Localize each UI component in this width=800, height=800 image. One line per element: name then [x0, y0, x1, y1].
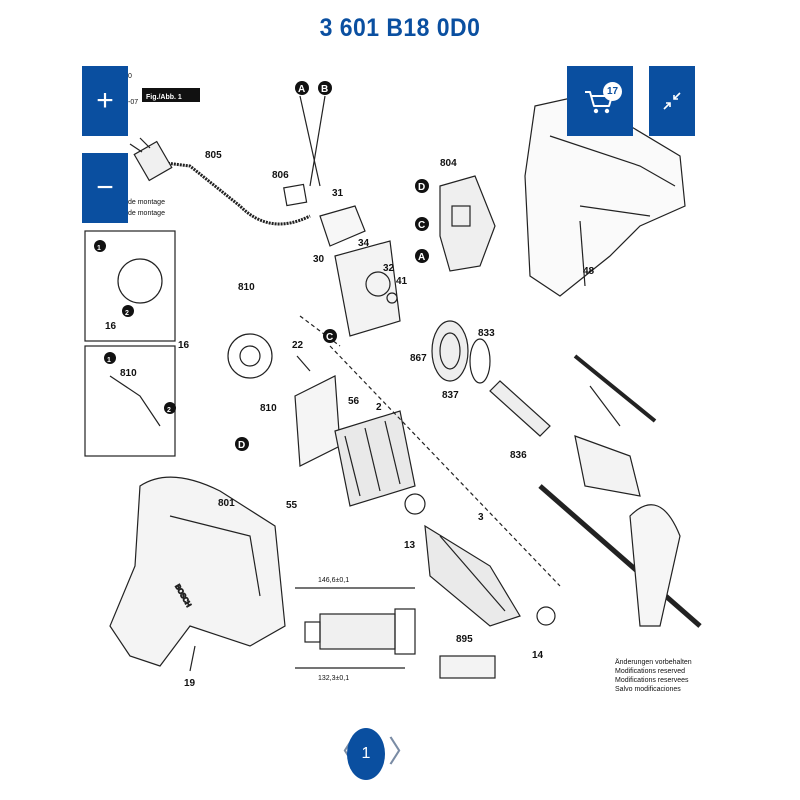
marker-d: D: [418, 182, 425, 193]
part-55: 55: [286, 500, 298, 511]
zoom-out-button[interactable]: −: [82, 153, 128, 223]
part-895: 895: [456, 634, 473, 645]
cart-count-badge: 17: [603, 82, 622, 101]
zoom-in-button[interactable]: +: [82, 66, 128, 136]
part-2: 2: [376, 402, 382, 413]
expand-arrows-icon: [663, 92, 681, 110]
step-1: 1: [97, 245, 101, 252]
pagination: 〈 1 〉: [320, 728, 480, 780]
fig-label: Fig./Abb. 1: [146, 94, 182, 101]
modifications-note: Änderungen vorbehalten Modifications res…: [615, 658, 692, 693]
marker-d-2: D: [238, 440, 245, 451]
add-to-cart-button[interactable]: 17: [567, 66, 633, 136]
modifications-line-2: Modifications reserved: [615, 668, 685, 675]
part-805: 805: [205, 150, 222, 161]
dimension-bottom: 132,3±0,1: [318, 675, 349, 682]
montage-note-2: de montage: [128, 210, 165, 217]
part-labels: 805 806 31 30 34 32 41 804 48 810 16 16 …: [105, 150, 595, 689]
letter-markers: A B D C A C D: [235, 81, 429, 451]
step-2: 2: [125, 310, 129, 317]
marker-a: A: [298, 84, 305, 95]
part-3: 3: [478, 512, 484, 523]
marker-c-2: C: [326, 332, 333, 343]
part-867: 867: [410, 353, 427, 364]
exploded-parts-diagram: BOSCH Fig./Abb. 1 0 -07 de montage de mo…: [84, 73, 702, 693]
part-801: 801: [218, 498, 235, 509]
marker-b: B: [321, 84, 328, 95]
part-31: 31: [332, 188, 344, 199]
part-16: 16: [178, 340, 190, 351]
part-48: 48: [583, 266, 595, 277]
part-30: 30: [313, 254, 325, 265]
partial-text-date: -07: [128, 99, 138, 106]
part-56: 56: [348, 396, 360, 407]
part-833: 833: [478, 328, 495, 339]
fig-label-bg: [142, 88, 200, 102]
modifications-line-1: Änderungen vorbehalten: [615, 658, 692, 666]
part-13: 13: [404, 540, 416, 551]
montage-note-1: de montage: [128, 199, 165, 206]
part-34: 34: [358, 238, 370, 249]
part-810-inset: 810: [120, 368, 137, 379]
part-41: 41: [396, 276, 408, 287]
modifications-line-4: Salvo modificaciones: [615, 686, 681, 693]
next-page-arrow-icon[interactable]: 〉: [388, 735, 418, 770]
step-numbers: 1 2 1 2: [94, 240, 176, 414]
part-806: 806: [272, 170, 289, 181]
modifications-line-3: Modifications reservees: [615, 677, 689, 684]
part-810-top: 810: [238, 282, 255, 293]
part-14: 14: [532, 650, 544, 661]
dimension-top: 146,6±0,1: [318, 577, 349, 584]
part-836: 836: [510, 450, 527, 461]
part-804: 804: [440, 158, 457, 169]
part-837: 837: [442, 390, 459, 401]
part-19: 19: [184, 678, 196, 689]
step-4: 2: [167, 407, 171, 414]
step-3: 1: [107, 357, 111, 364]
part-810-bottom: 810: [260, 403, 277, 414]
partial-text-top: 0: [128, 73, 132, 80]
part-16-inset: 16: [105, 321, 117, 332]
fullscreen-button[interactable]: [649, 66, 695, 136]
part-22: 22: [292, 340, 304, 351]
marker-a-2: A: [418, 252, 425, 263]
current-page-indicator[interactable]: 1: [347, 728, 385, 780]
part-32: 32: [383, 263, 395, 274]
previous-page-arrow-icon[interactable]: 〈: [326, 735, 356, 770]
page-title: 3 601 B18 0D0: [319, 14, 481, 42]
marker-c: C: [418, 220, 425, 231]
